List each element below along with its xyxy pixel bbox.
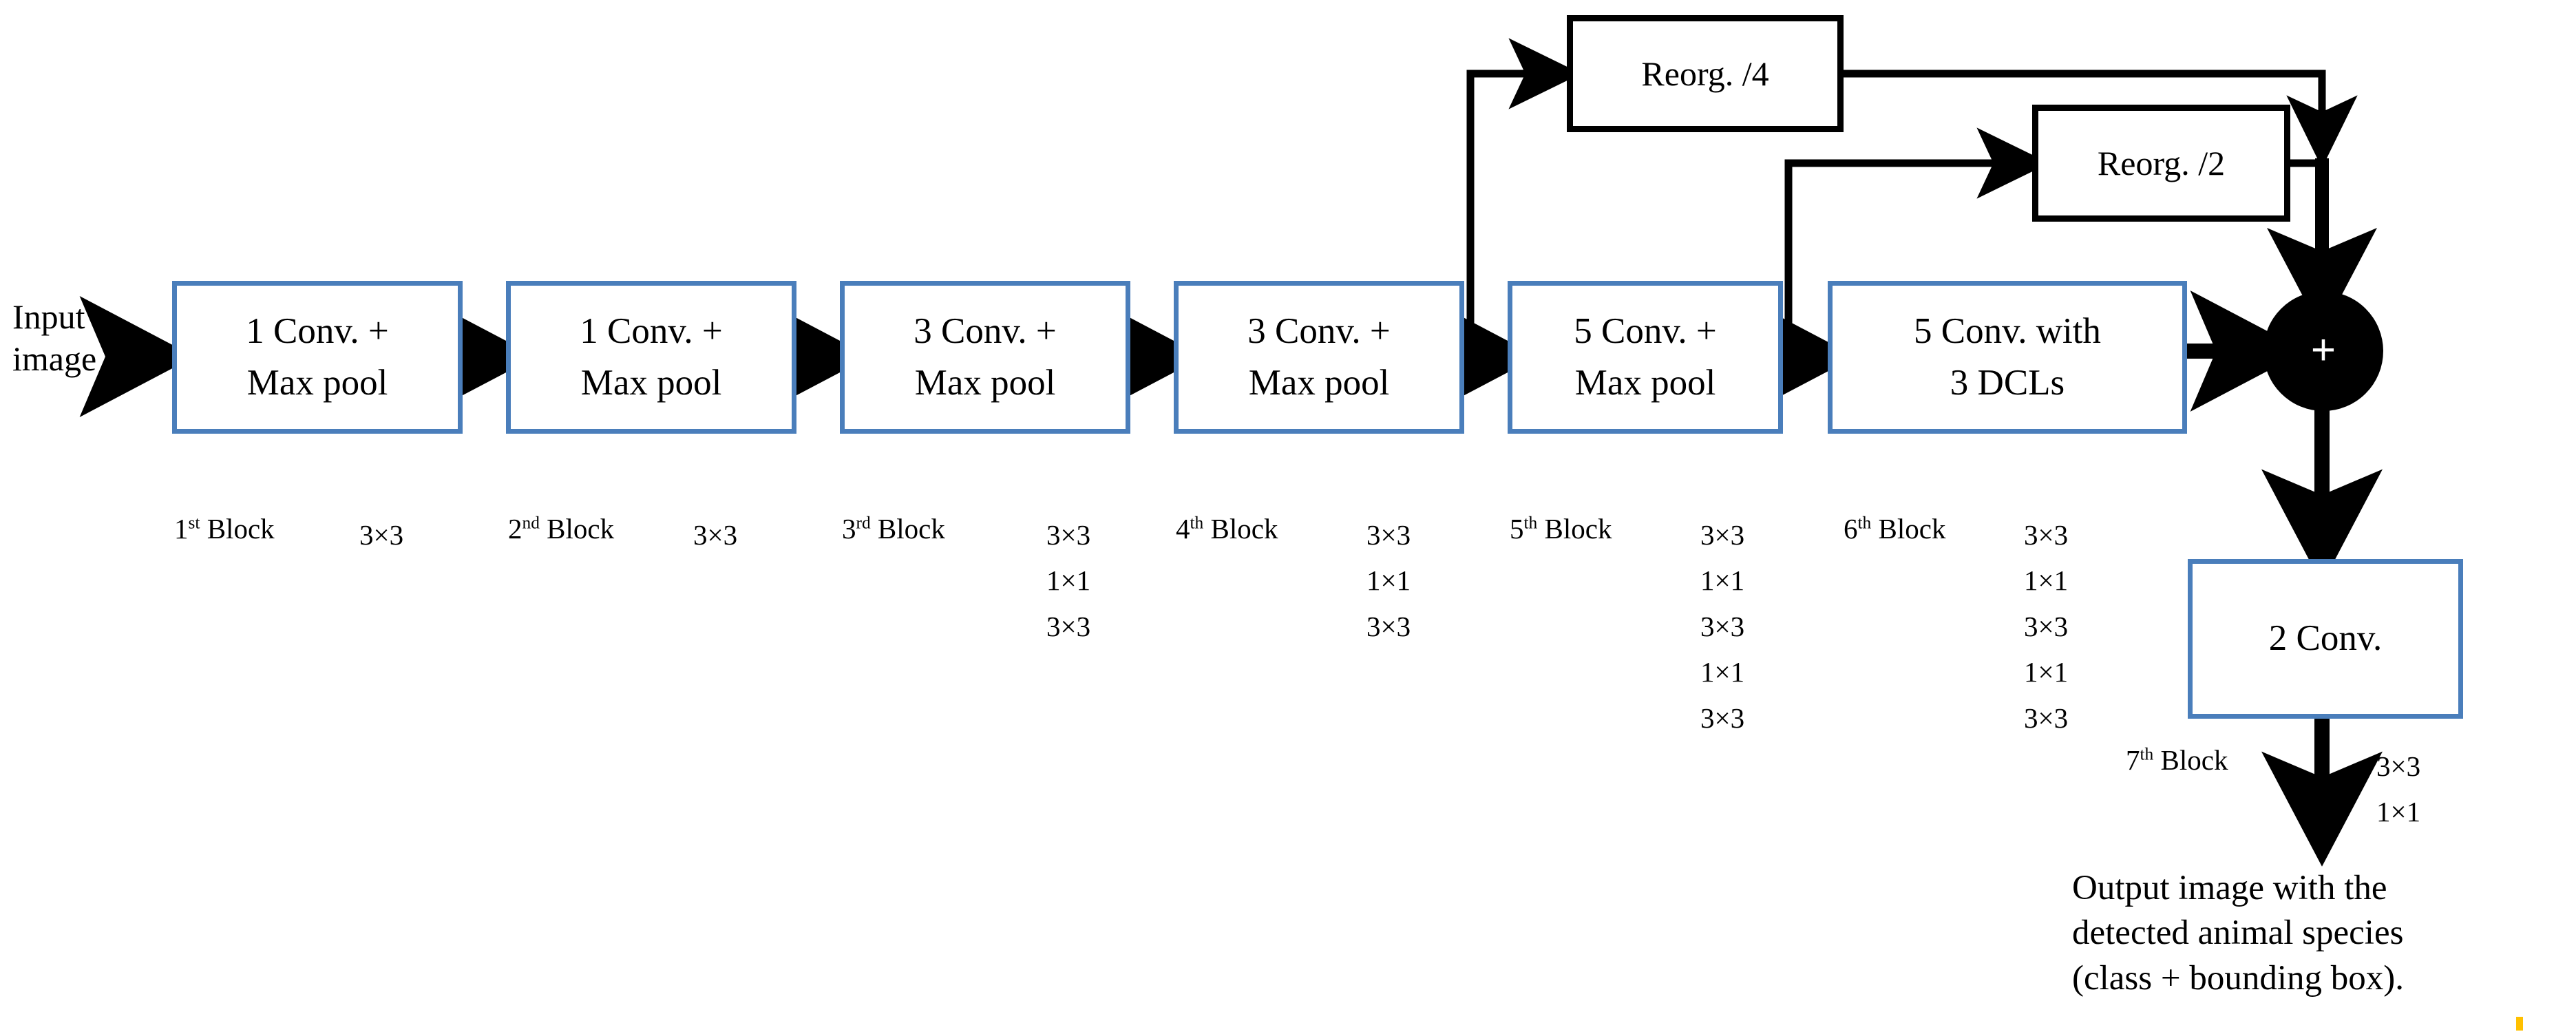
kernel-5-4: 3×3 bbox=[1700, 701, 1745, 734]
output-caption-line2: detected animal species bbox=[2072, 914, 2404, 953]
kernel-4-1: 1×1 bbox=[1366, 565, 1411, 597]
block-tag-2-word: Block bbox=[547, 513, 615, 545]
kernel-3-0: 3×3 bbox=[1046, 519, 1091, 551]
kernel-4-2: 3×3 bbox=[1366, 610, 1411, 642]
block-3-line1: 3 Conv. + bbox=[914, 310, 1057, 351]
block-4-line1: 3 Conv. + bbox=[1247, 310, 1391, 351]
block-1-line2: Max pool bbox=[246, 363, 388, 403]
block-5-line2: Max pool bbox=[1574, 363, 1716, 403]
block-tag-2-num: 2 bbox=[508, 513, 522, 545]
block-2-line2: Max pool bbox=[580, 363, 722, 403]
block-tag-1: 1st Block bbox=[174, 512, 275, 545]
kernel-list-3: 3×3 1×1 3×3 bbox=[1046, 512, 1090, 649]
block-6-line1: 5 Conv. with bbox=[1914, 310, 2101, 351]
block-tag-3: 3rd Block bbox=[842, 512, 945, 545]
block-7-line1: 2 Conv. bbox=[2268, 618, 2383, 659]
block-tag-4-word: Block bbox=[1210, 513, 1278, 545]
block-1-line1: 1 Conv. + bbox=[246, 310, 389, 351]
reorg-div2-label: Reorg. /2 bbox=[2097, 144, 2226, 182]
block-tag-2-sup: nd bbox=[522, 513, 540, 533]
yellow-speck-artifact bbox=[2516, 1017, 2523, 1031]
block-tag-5-sup: th bbox=[1523, 513, 1538, 533]
block-tag-5-word: Block bbox=[1544, 513, 1612, 545]
input-image-label: Input image bbox=[12, 296, 96, 380]
block-tag-7-num: 7 bbox=[2126, 744, 2140, 776]
block-3-line2: Max pool bbox=[914, 363, 1056, 403]
block-5[interactable]: 5 Conv. + Max pool bbox=[1508, 281, 1783, 434]
block-2-line1: 1 Conv. + bbox=[580, 310, 723, 351]
block-tag-2: 2nd Block bbox=[508, 512, 614, 545]
output-caption: Output image with the detected animal sp… bbox=[2072, 866, 2404, 1001]
block-tag-7: 7th Block bbox=[2126, 743, 2228, 777]
kernel-5-2: 3×3 bbox=[1700, 610, 1745, 642]
kernel-6-0: 3×3 bbox=[2024, 519, 2069, 551]
kernel-1-0: 3×3 bbox=[359, 519, 404, 551]
block-tag-6-num: 6 bbox=[1844, 513, 1858, 545]
block-5-line1: 5 Conv. + bbox=[1574, 310, 1717, 351]
input-label-line1: Input bbox=[12, 297, 85, 336]
block-tag-1-sup: st bbox=[188, 513, 200, 533]
block-tag-6: 6th Block bbox=[1844, 512, 1945, 545]
kernel-6-1: 1×1 bbox=[2024, 565, 2069, 597]
block-tag-6-word: Block bbox=[1878, 513, 1946, 545]
block-tag-3-num: 3 bbox=[842, 513, 856, 545]
kernel-6-2: 3×3 bbox=[2024, 610, 2069, 642]
block-tag-7-sup: th bbox=[2140, 744, 2154, 764]
block-tag-7-word: Block bbox=[2160, 744, 2228, 776]
block-1[interactable]: 1 Conv. + Max pool bbox=[172, 281, 463, 434]
block-tag-4-num: 4 bbox=[1176, 513, 1190, 545]
sum-node[interactable] bbox=[2263, 291, 2383, 411]
kernel-list-6: 3×3 1×1 3×3 1×1 3×3 bbox=[2024, 512, 2068, 741]
kernel-list-7: 3×3 1×1 bbox=[2376, 743, 2420, 835]
block-tag-5: 5th Block bbox=[1510, 512, 1612, 545]
kernel-7-0: 3×3 bbox=[2376, 750, 2421, 782]
block-tag-3-word: Block bbox=[877, 513, 945, 545]
kernel-5-0: 3×3 bbox=[1700, 519, 1745, 551]
block-tag-5-num: 5 bbox=[1510, 513, 1524, 545]
block-tag-1-word: Block bbox=[207, 513, 275, 545]
block-tag-4-sup: th bbox=[1190, 513, 1204, 533]
reorg-div4-label: Reorg. /4 bbox=[1641, 54, 1769, 93]
kernel-list-4: 3×3 1×1 3×3 bbox=[1366, 512, 1411, 649]
block-6[interactable]: 5 Conv. with 3 DCLs bbox=[1828, 281, 2187, 434]
kernel-list-2: 3×3 bbox=[693, 512, 737, 558]
output-caption-line1: Output image with the bbox=[2072, 869, 2387, 907]
plus-icon: + bbox=[2310, 326, 2336, 374]
kernel-5-3: 1×1 bbox=[1700, 656, 1745, 688]
reorg-div2-box[interactable]: Reorg. /2 bbox=[2032, 105, 2290, 222]
kernel-5-1: 1×1 bbox=[1700, 565, 1745, 597]
block-tag-1-num: 1 bbox=[174, 513, 189, 545]
block-tag-6-sup: th bbox=[1857, 513, 1872, 533]
block-6-line2: 3 DCLs bbox=[1950, 363, 2065, 403]
block-4[interactable]: 3 Conv. + Max pool bbox=[1174, 281, 1464, 434]
block-tag-3-sup: rd bbox=[856, 513, 871, 533]
output-caption-line3: (class + bounding box). bbox=[2072, 958, 2405, 998]
kernel-list-1: 3×3 bbox=[359, 512, 403, 558]
reorg-div4-box[interactable]: Reorg. /4 bbox=[1567, 15, 1844, 132]
input-label-line2: image bbox=[12, 339, 97, 378]
kernel-3-1: 1×1 bbox=[1046, 565, 1091, 597]
kernel-list-5: 3×3 1×1 3×3 1×1 3×3 bbox=[1700, 512, 1744, 741]
block-7[interactable]: 2 Conv. bbox=[2188, 559, 2463, 719]
kernel-6-3: 1×1 bbox=[2024, 656, 2069, 688]
kernel-7-1: 1×1 bbox=[2376, 796, 2421, 828]
block-tag-4: 4th Block bbox=[1176, 512, 1278, 545]
kernel-6-4: 3×3 bbox=[2024, 701, 2069, 734]
block-3[interactable]: 3 Conv. + Max pool bbox=[840, 281, 1130, 434]
kernel-4-0: 3×3 bbox=[1366, 519, 1411, 551]
block-2[interactable]: 1 Conv. + Max pool bbox=[506, 281, 796, 434]
kernel-2-0: 3×3 bbox=[693, 519, 738, 551]
kernel-3-2: 3×3 bbox=[1046, 610, 1091, 642]
block-4-line2: Max pool bbox=[1248, 363, 1390, 403]
